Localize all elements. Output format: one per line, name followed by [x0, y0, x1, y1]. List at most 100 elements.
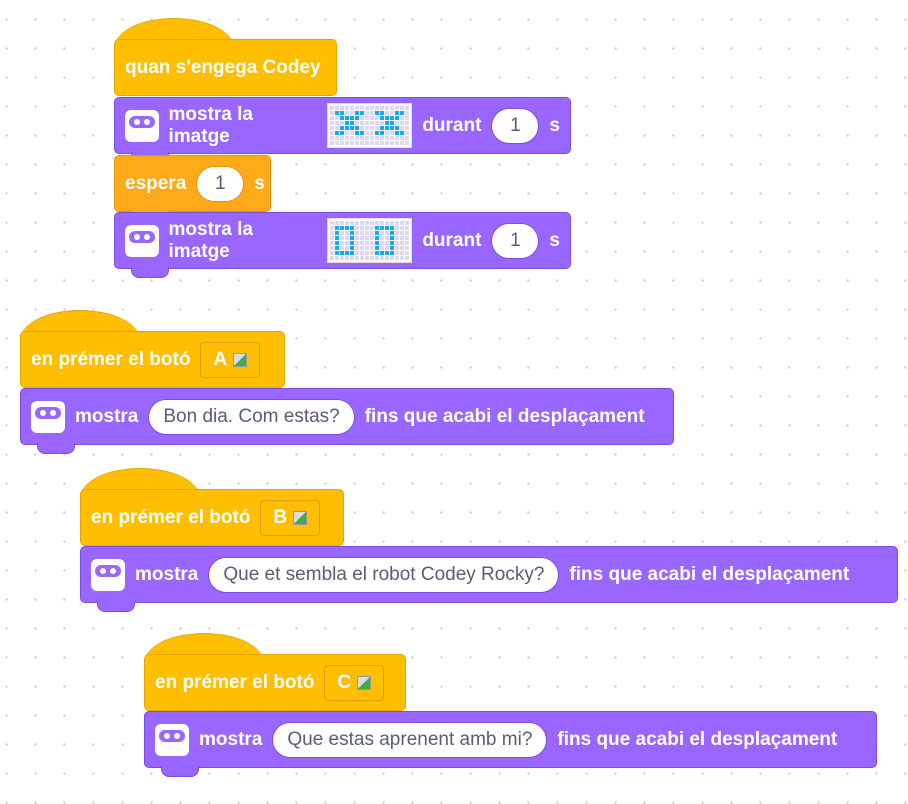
button-press-hat[interactable]: en prémer el botó C	[144, 633, 406, 711]
led-pixel	[390, 246, 395, 250]
led-pixel	[390, 141, 395, 145]
led-pixel	[335, 136, 340, 140]
text-input[interactable]: Bon dia. Com estas?	[148, 398, 355, 435]
led-pixel	[355, 111, 360, 115]
led-pixel	[345, 131, 350, 135]
led-pixel	[365, 241, 370, 245]
led-pixel	[390, 121, 395, 125]
led-pixel	[345, 246, 350, 250]
led-pixel	[380, 121, 385, 125]
led-pixel	[385, 121, 390, 125]
led-pixel	[330, 251, 335, 255]
led-pixel	[400, 116, 405, 120]
led-pixel	[370, 231, 375, 235]
show-image-block[interactable]: mostra la imatge durant 1 s	[114, 212, 571, 278]
button-press-hat[interactable]: en prémer el botó A	[20, 310, 285, 388]
led-pixel	[380, 111, 385, 115]
led-pixel	[370, 226, 375, 230]
led-pixel	[335, 246, 340, 250]
led-pixel	[380, 226, 385, 230]
led-pixel	[365, 251, 370, 255]
button-press-hat[interactable]: en prémer el botó B	[80, 468, 344, 546]
hat-label: en prémer el botó	[91, 506, 251, 528]
led-pixel	[350, 221, 355, 225]
led-pixel	[330, 136, 335, 140]
led-pixel	[365, 226, 370, 230]
led-pixel	[400, 251, 405, 255]
led-pixel	[405, 256, 410, 260]
led-pixel	[380, 241, 385, 245]
text-input[interactable]: Que estas aprenent amb mi?	[272, 721, 548, 758]
led-pixel	[380, 256, 385, 260]
led-pixel	[385, 141, 390, 145]
led-image-picker[interactable]	[327, 218, 413, 263]
broken-image-icon	[357, 675, 372, 690]
led-pixel	[365, 106, 370, 110]
led-pixel	[340, 231, 345, 235]
show-text-block[interactable]: mostra Bon dia. Com estas? fins que acab…	[20, 388, 674, 454]
led-pixel	[385, 131, 390, 135]
hat-label: quan s'engega Codey	[125, 56, 321, 78]
led-pixel	[360, 241, 365, 245]
text-input[interactable]: Que et sembla el robot Codey Rocky?	[208, 556, 560, 593]
led-pixel	[405, 111, 410, 115]
when-codey-starts-hat[interactable]: quan s'engega Codey	[114, 18, 337, 96]
led-pixel	[405, 121, 410, 125]
led-pixel	[365, 136, 370, 140]
led-pixel	[365, 141, 370, 145]
duration-input[interactable]: 1	[491, 107, 540, 144]
led-pixel	[400, 246, 405, 250]
led-pixel	[340, 246, 345, 250]
led-pixel	[340, 141, 345, 145]
led-pixel	[380, 126, 385, 130]
led-pixel	[375, 121, 380, 125]
led-pixel	[335, 236, 340, 240]
button-dropdown[interactable]: C	[324, 664, 385, 701]
led-pixel	[330, 121, 335, 125]
show-image-block[interactable]: mostra la imatge durant 1 s	[114, 97, 571, 163]
led-pixel	[395, 126, 400, 130]
led-pixel	[360, 221, 365, 225]
show-text-block[interactable]: mostra Que et sembla el robot Codey Rock…	[80, 546, 898, 612]
led-pixel	[390, 226, 395, 230]
led-pixel	[385, 106, 390, 110]
led-image-picker[interactable]	[327, 103, 413, 148]
show-text-block[interactable]: mostra Que estas aprenent amb mi? fins q…	[144, 711, 877, 777]
button-dropdown[interactable]: B	[260, 499, 321, 536]
button-dropdown[interactable]: A	[200, 341, 261, 378]
led-pixel	[400, 141, 405, 145]
led-pixel	[335, 106, 340, 110]
unit-label: s	[549, 229, 560, 251]
led-pixel	[375, 236, 380, 240]
led-pixel	[400, 111, 405, 115]
led-pixel	[390, 111, 395, 115]
wait-block[interactable]: espera 1 s	[114, 155, 271, 221]
led-pixel	[375, 141, 380, 145]
led-pixel	[340, 236, 345, 240]
led-pixel	[330, 106, 335, 110]
led-pixel	[355, 231, 360, 235]
led-pixel	[350, 246, 355, 250]
led-pixel	[350, 241, 355, 245]
led-pixel	[390, 251, 395, 255]
led-pixel	[370, 221, 375, 225]
led-pixel	[365, 246, 370, 250]
led-pixel	[355, 121, 360, 125]
wait-input[interactable]: 1	[196, 165, 245, 202]
led-pixel	[330, 226, 335, 230]
led-pixel	[405, 231, 410, 235]
led-pixel	[355, 241, 360, 245]
led-pixel	[390, 231, 395, 235]
led-pixel	[400, 221, 405, 225]
led-pixel	[345, 241, 350, 245]
led-pixel	[400, 131, 405, 135]
led-pixel	[335, 116, 340, 120]
button-value: C	[337, 671, 352, 693]
led-pixel	[340, 256, 345, 260]
led-pixel	[350, 106, 355, 110]
duration-input[interactable]: 1	[491, 222, 540, 259]
led-pixel	[355, 106, 360, 110]
led-pixel	[380, 221, 385, 225]
led-pixel	[405, 136, 410, 140]
block-label: durant	[422, 114, 482, 136]
